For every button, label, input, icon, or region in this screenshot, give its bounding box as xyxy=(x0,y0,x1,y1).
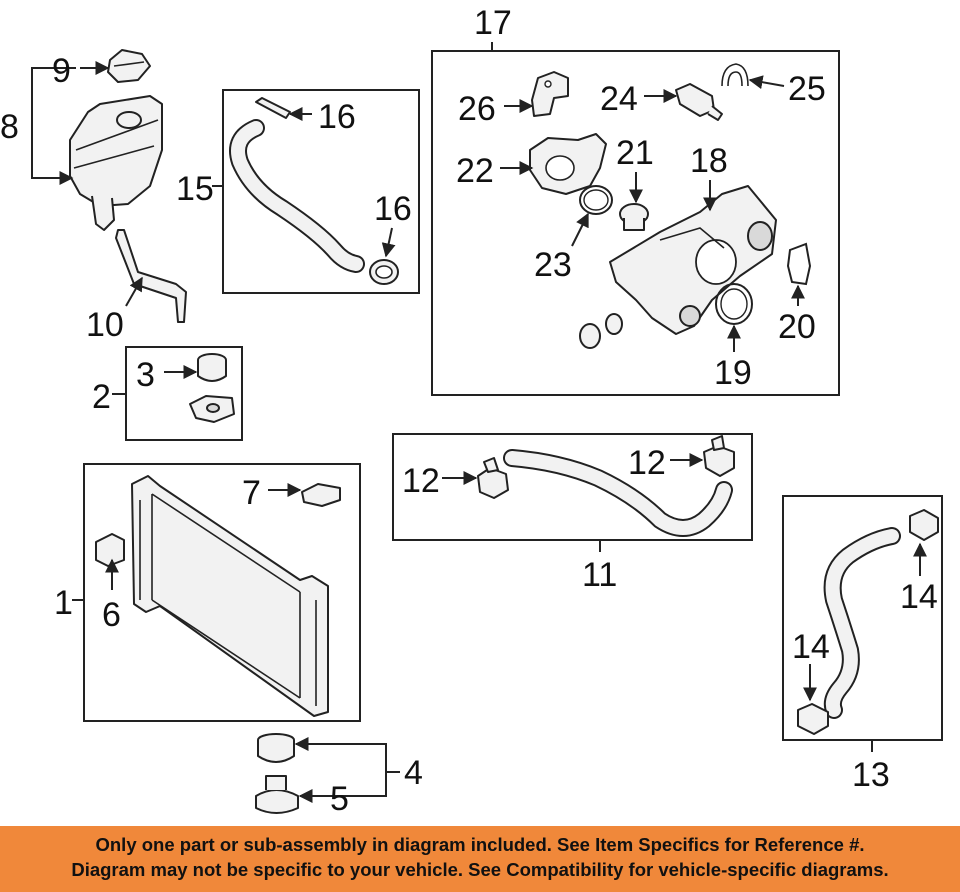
box-radiator-group xyxy=(83,463,361,722)
disclaimer-line-1: Only one part or sub-assembly in diagram… xyxy=(95,834,865,855)
callout-17: 17 xyxy=(474,4,512,42)
callout-26: 26 xyxy=(458,90,496,128)
hose-part-11 xyxy=(503,449,733,537)
callout-7: 7 xyxy=(242,474,261,512)
callout-18: 18 xyxy=(690,142,728,180)
reservoir-tank xyxy=(69,95,163,231)
box-hose-group-15 xyxy=(222,89,420,294)
clamp-part-12-left xyxy=(477,457,509,499)
radiator-core xyxy=(131,475,329,717)
callout-16-upper: 16 xyxy=(318,98,356,136)
plugs-part xyxy=(579,313,623,349)
callout-22: 22 xyxy=(456,152,494,190)
callout-1: 1 xyxy=(54,584,73,622)
callout-16-lower: 16 xyxy=(374,190,412,228)
callout-20: 20 xyxy=(778,308,816,346)
leader-lines xyxy=(31,42,927,803)
callout-6: 6 xyxy=(102,596,121,634)
callout-8: 8 xyxy=(0,108,19,146)
gasket-part-16-lower xyxy=(369,259,399,285)
box-hose-group-11 xyxy=(392,433,753,541)
drain-plug-part-5 xyxy=(255,775,299,814)
callout-11: 11 xyxy=(582,556,617,594)
gasket-part-23 xyxy=(579,185,613,215)
sensor-part-24 xyxy=(675,83,723,121)
oring-part-19 xyxy=(715,283,753,325)
radiator-bracket-part-6 xyxy=(95,533,125,567)
box-housing-group-17 xyxy=(431,50,840,396)
clamp-part-16-upper xyxy=(255,97,291,119)
outlet-part-22 xyxy=(529,133,607,195)
bracket-part-26 xyxy=(531,71,569,117)
callout-25: 25 xyxy=(788,70,826,108)
hose-part-13 xyxy=(823,527,901,719)
callout-23: 23 xyxy=(534,246,572,284)
callout-3: 3 xyxy=(136,356,155,394)
callout-2: 2 xyxy=(92,378,111,416)
cap-base-part xyxy=(189,395,235,423)
clamp-part-14-lower xyxy=(797,703,829,735)
overflow-hose xyxy=(115,229,187,323)
cap-part-3 xyxy=(197,353,227,382)
callout-labels: 8 9 10 3 2 1 6 7 4 5 15 16 16 17 26 24 2… xyxy=(0,4,938,818)
thermostat-part-21 xyxy=(619,203,649,231)
clamp-part-14-upper xyxy=(909,509,939,541)
callout-5: 5 xyxy=(330,780,349,818)
disclaimer-line-2: Diagram may not be specific to your vehi… xyxy=(71,859,889,880)
housing-part-18 xyxy=(609,185,777,335)
disclaimer-banner: Only one part or sub-assembly in diagram… xyxy=(0,826,960,892)
callout-24: 24 xyxy=(600,80,638,118)
clamp-part-12-right xyxy=(703,435,735,477)
callout-12-left: 12 xyxy=(402,462,440,500)
callout-14-upper: 14 xyxy=(900,578,938,616)
clip-part-25 xyxy=(721,63,749,87)
callout-13: 13 xyxy=(852,756,890,794)
drain-cap-part-4 xyxy=(257,733,295,763)
box-hose-group-13 xyxy=(782,495,943,741)
parts-diagram: 8 9 10 3 2 1 6 7 4 5 15 16 16 17 26 24 2… xyxy=(0,4,943,818)
callout-14-lower: 14 xyxy=(792,628,830,666)
gasket-part-20 xyxy=(786,242,812,286)
callout-9: 9 xyxy=(52,52,71,90)
callout-12-right: 12 xyxy=(628,444,666,482)
callout-15: 15 xyxy=(176,170,214,208)
callout-10: 10 xyxy=(86,306,124,344)
callout-4: 4 xyxy=(404,754,423,792)
reservoir-cap xyxy=(107,49,151,83)
callout-19: 19 xyxy=(714,354,752,392)
callout-21: 21 xyxy=(616,134,654,172)
upper-hose-part-15 xyxy=(229,119,365,273)
radiator-mount-part-7 xyxy=(301,483,341,507)
